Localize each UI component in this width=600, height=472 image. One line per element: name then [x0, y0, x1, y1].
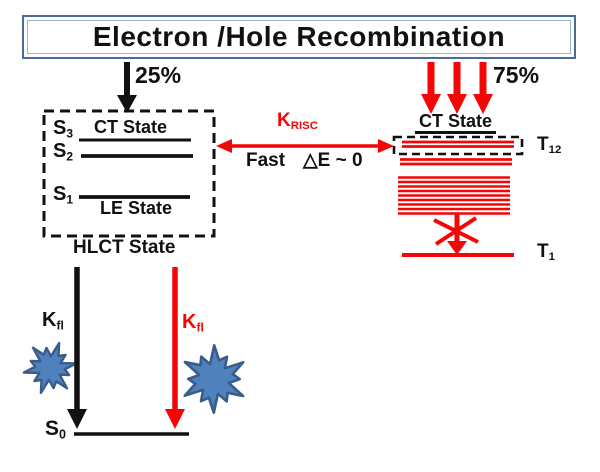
triplet-percentage-label: 75%	[493, 62, 540, 88]
triplet-branch-arrows	[421, 62, 493, 114]
kfl-red-label: Kfl	[182, 311, 204, 335]
fast-label: Fast	[246, 150, 286, 171]
le-state-label: LE State	[100, 198, 173, 218]
starburst-right-icon	[183, 343, 245, 415]
page-title: Electron /Hole Recombination	[92, 21, 506, 52]
s3-label: S3	[53, 117, 74, 141]
title-box: Electron /Hole Recombination	[22, 15, 576, 59]
hlct-state-caption: HLCT State	[73, 237, 176, 258]
s2-label: S2	[53, 140, 74, 164]
singlet-percentage-label: 25%	[135, 62, 182, 88]
kfl-red-arrow	[165, 267, 185, 429]
kfl-black-arrow	[67, 267, 87, 429]
t1-label: T1	[537, 241, 555, 264]
t12-dashed-box	[392, 135, 524, 156]
krisc-label: KRISC	[277, 110, 318, 133]
s1-label: S1	[53, 183, 74, 207]
s0-label: S0	[45, 417, 67, 442]
triplet-level-lines	[398, 140, 514, 215]
singlet-branch-arrow	[117, 62, 137, 113]
risc-double-arrow	[216, 139, 394, 153]
ct-state-right-label: CT State	[415, 112, 497, 134]
ct-state-left-label: CT State	[94, 117, 168, 137]
forbidden-transition-arrow	[433, 213, 479, 255]
delta-e-label: △E ~ 0	[303, 150, 363, 171]
singlet-dashed-box	[42, 109, 216, 238]
t12-label: T12	[537, 134, 562, 157]
starburst-left-icon	[22, 341, 78, 395]
kfl-black-label: Kfl	[42, 309, 64, 333]
